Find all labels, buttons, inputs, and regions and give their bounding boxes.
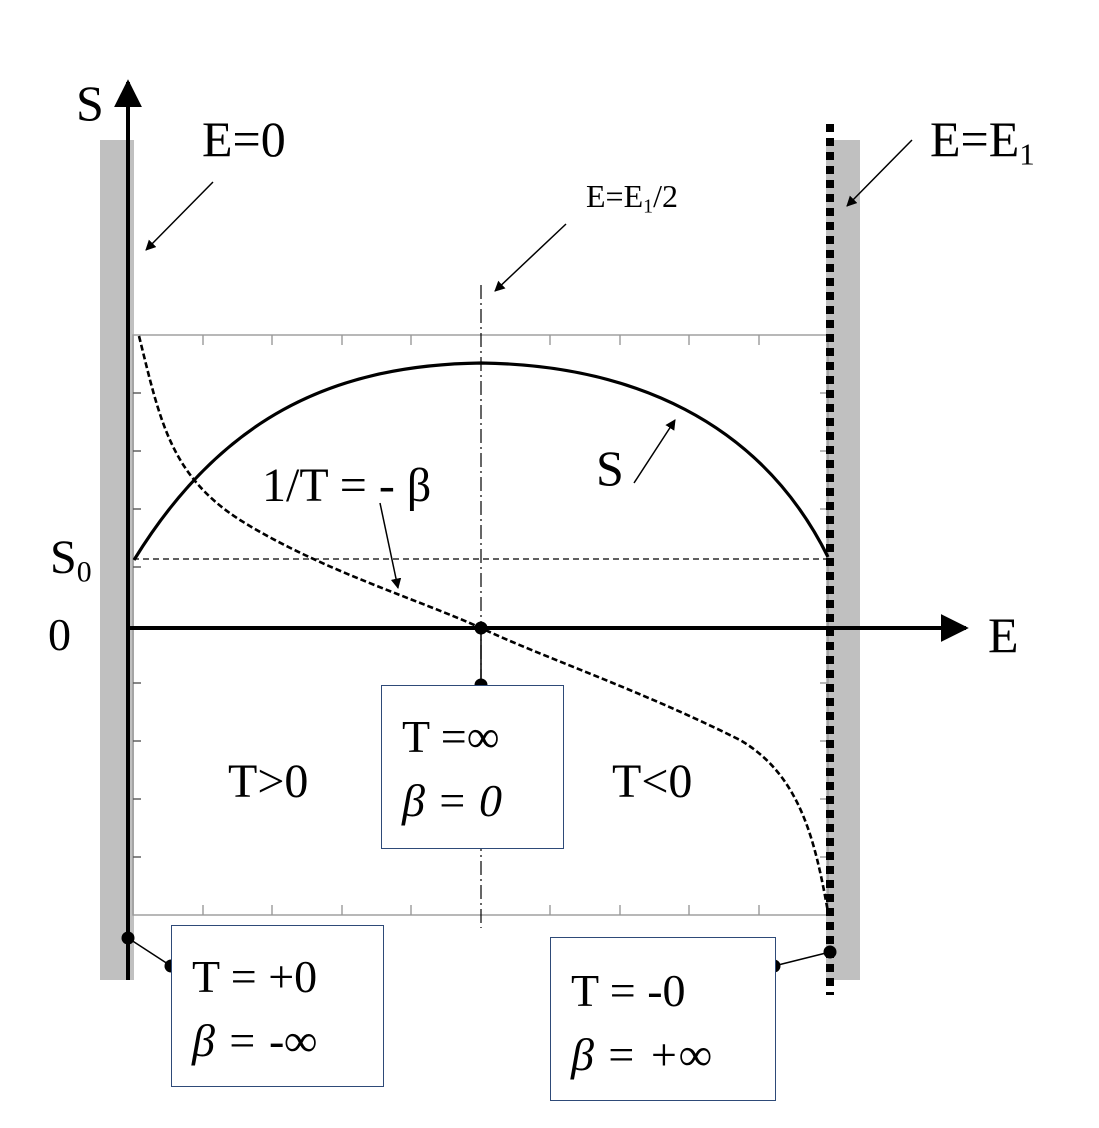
inverse-temp-label: 1/T = - β xyxy=(262,459,432,512)
right-edge-label-main: E=E xyxy=(930,111,1020,167)
center-temperature: T =∞ xyxy=(402,711,500,762)
entropy-curve xyxy=(132,361,830,561)
negative-temp-region-label: T<0 xyxy=(612,755,693,808)
midpoint-label-tail: /2 xyxy=(653,178,678,214)
left-edge-label: E=0 xyxy=(202,111,286,167)
s0-label: S0 xyxy=(50,534,92,587)
entropy-curve-label: S xyxy=(596,440,624,496)
origin-label: 0 xyxy=(48,609,71,660)
left-state-box: T = +0 β = -∞ xyxy=(171,925,384,1087)
right-edge-label: E=E1 xyxy=(930,114,1035,170)
midpoint-pointer xyxy=(494,223,567,292)
center-beta: β = 0 xyxy=(402,775,502,826)
inverse-temp-pointer xyxy=(379,502,402,590)
left-edge-point xyxy=(121,931,135,945)
midpoint-label-sub: 1 xyxy=(643,195,654,218)
center-point xyxy=(474,621,488,635)
s0-main: S xyxy=(50,531,77,584)
midpoint-label: E=E1/2 xyxy=(586,180,678,217)
right-edge-point xyxy=(823,945,837,959)
right-connector xyxy=(773,951,831,967)
left-temperature: T = +0 xyxy=(192,951,318,1002)
midpoint-label-main: E=E xyxy=(586,178,644,214)
y-axis-label: S xyxy=(76,75,104,131)
left-connector xyxy=(127,937,172,967)
entropy-pointer xyxy=(633,419,676,484)
right-edge-pointer xyxy=(846,139,913,207)
s0-subscript: 0 xyxy=(76,555,92,589)
right-temperature: T = -0 xyxy=(571,965,686,1016)
right-edge-label-sub: 1 xyxy=(1019,136,1035,172)
left-beta: β = -∞ xyxy=(192,1015,318,1066)
right-beta: β = +∞ xyxy=(571,1029,712,1080)
center-state-box: T =∞ β = 0 xyxy=(381,685,564,849)
bottom-ticks xyxy=(202,905,760,915)
positive-temp-region-label: T>0 xyxy=(228,755,309,808)
left-edge-pointer xyxy=(145,181,214,251)
top-ticks xyxy=(202,335,760,345)
x-axis-label: E xyxy=(988,607,1019,663)
right-state-box: T = -0 β = +∞ xyxy=(550,937,776,1101)
left-ticks xyxy=(133,392,141,858)
